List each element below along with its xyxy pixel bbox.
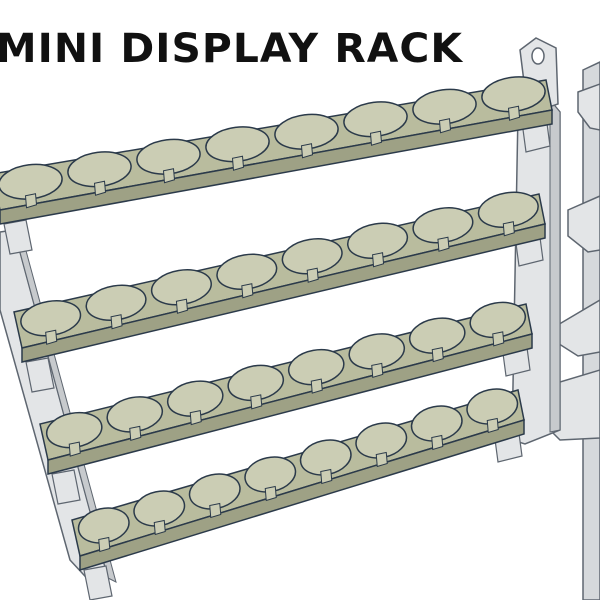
slot-notch [93,180,107,196]
slot-notch [162,168,176,184]
shelf-bracket-left [25,357,55,393]
slot-notch [24,193,38,209]
page-title: MINI DISPLAY RACK [0,26,463,72]
slot-notch [320,468,333,485]
slot-notch [306,267,319,283]
slot-notch [98,536,111,553]
slot-notch [250,394,263,410]
slot-notch [486,417,499,434]
frame-column-side [549,98,561,433]
slot-notch [189,410,202,426]
shelf-bracket-left [51,469,81,505]
slot-notch [110,314,123,330]
side-bracket-part [539,61,600,600]
slot-notch [431,347,444,363]
slot-notch [209,502,222,519]
shelf-front-lip [21,223,546,363]
shelf-bracket-left [83,565,113,600]
side-bracket-peg [577,83,600,131]
slot-notch [437,236,450,252]
shelf [0,76,553,255]
slot-notch [371,362,384,379]
slot-notch [153,519,166,536]
shelf-front-lip [0,109,553,225]
shelf [71,388,525,600]
slot-notch [438,118,452,134]
slot-notch [45,329,58,345]
shelves-group [0,76,553,600]
shelf-front-lip [79,418,525,572]
slot-notch [372,252,385,268]
side-bracket-peg [567,195,600,253]
slot-notch [231,155,245,171]
shelf [13,191,546,393]
slot-notch [375,451,388,468]
slot-notch [502,221,515,237]
slot-notch [300,143,314,159]
mounting-hole [531,47,545,65]
slot-notch [369,130,383,146]
slot-notch [129,425,142,442]
slot-notch [431,434,444,451]
slot-notch [175,298,188,314]
slot-notch [492,331,505,347]
shelf-front-lip [47,333,533,475]
slot-notch [310,378,323,394]
slot-notch [264,485,277,502]
slot-notch [68,441,81,457]
slot-notch [241,283,254,299]
shelf [39,301,533,505]
slot-notch [507,105,521,121]
side-bracket-peg [555,299,600,357]
